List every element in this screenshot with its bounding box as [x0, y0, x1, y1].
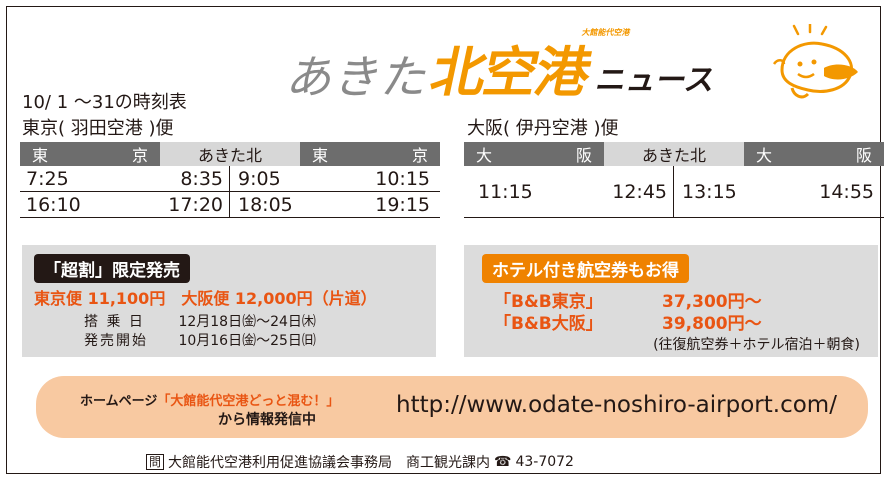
footer-org: 大館能代空港利用促進協議会事務局 商工観光課内: [168, 455, 491, 471]
boarding-value: 12月18日㈮〜24日㈭: [178, 314, 316, 330]
hotel-tag: ホテル付き航空券もお得: [482, 254, 689, 283]
plan-name: 「B&B大阪」: [494, 314, 603, 334]
arrival-time: 19:15: [375, 193, 430, 216]
logo-news-text: ニュース: [592, 63, 719, 98]
plan-price: 39,800円〜: [662, 314, 762, 334]
plan-name: 「B&B東京」: [494, 292, 603, 312]
tokyo-section-title: 東京( 羽田空港 )便: [22, 118, 174, 139]
header-akita-kita: あきた北: [160, 142, 300, 166]
plan-note: (往復航空券＋ホテル宿泊＋朝食): [653, 337, 860, 353]
departure-time: 16:10: [26, 193, 81, 216]
arrival-time: 8:35: [125, 166, 230, 191]
arrival-time: 17:20: [125, 192, 230, 217]
arrival-time: 14:55: [819, 180, 874, 203]
boarding-dates: 搭 乗 日 12月18日㈮〜24日㈭: [84, 311, 316, 331]
plan-item: 「B&B東京」 37,300円〜: [494, 287, 762, 312]
sale-start-value: 10月16日㈮〜25日㈰: [178, 333, 316, 349]
sale-dates: 発売開始 10月16日㈮〜25日㈰: [84, 330, 316, 350]
plan-price: 37,300円〜: [662, 292, 762, 312]
sale-start-label: 発売開始: [84, 333, 148, 349]
osaka-timetable-header: 大 阪 あきた北 大 阪: [464, 142, 884, 166]
header-char: 阪: [575, 146, 592, 165]
table-row: 11:15 12:45 13:15 14:55: [464, 166, 884, 218]
sale-box: 「超割」限定発売 東京便 11,100円 大阪便 12,000円（片道） 搭 乗…: [22, 245, 436, 357]
header-char: 京: [411, 146, 428, 165]
logo-kita-text: 北空港: [425, 41, 595, 104]
departure-time: 7:25: [26, 167, 69, 190]
table-row: 16:10 17:20 18:05 19:15: [20, 192, 440, 218]
logo-sub-text: 大館能代空港: [581, 28, 631, 37]
fare-line: 東京便 11,100円 大阪便 12,000円（片道）: [34, 289, 377, 308]
mascot-icon: [772, 24, 858, 99]
footer-contact: 問 大館能代空港利用促進協議会事務局 商工観光課内 ☎43-7072: [146, 452, 574, 472]
tokyo-timetable-header: 東 京 あきた北 東 京: [20, 142, 440, 166]
inquiry-icon: 問: [146, 454, 165, 470]
departure-time: 18:05: [238, 193, 293, 216]
arrival-time: 10:15: [375, 167, 430, 190]
header-tokyo-origin: 東 京: [20, 142, 160, 166]
departure-time: 11:15: [478, 180, 533, 203]
logo-akita-text: あきた: [285, 50, 426, 104]
header-osaka-origin: 大 阪: [464, 142, 604, 166]
header-akita-kita: あきた北: [604, 142, 744, 166]
header-char: 東: [32, 146, 49, 165]
plan-item: 「B&B大阪」 39,800円〜: [494, 309, 762, 334]
header-char: 大: [756, 146, 773, 165]
homepage-url-link[interactable]: http://www.odate-noshiro-airport.com/: [396, 392, 837, 418]
homepage-line2: から情報発信中: [218, 412, 316, 428]
phone-icon: ☎: [494, 454, 512, 470]
logo: あきた 北空港 ニュース: [285, 30, 719, 104]
schedule-title: 10/ 1 〜31の時刻表: [22, 92, 187, 113]
departure-time: 13:15: [682, 180, 737, 203]
header-osaka-dest: 大 阪: [744, 142, 884, 166]
hotel-box: ホテル付き航空券もお得 「B&B東京」 37,300円〜 「B&B大阪」 39,…: [464, 245, 878, 357]
homepage-prefix: ホームページ: [80, 394, 158, 409]
osaka-timetable: 大 阪 あきた北 大 阪 11:15 12:45 13:15 14:55: [464, 142, 884, 218]
departure-time: 9:05: [238, 167, 281, 190]
boarding-label: 搭 乗 日: [84, 314, 145, 330]
table-row: 7:25 8:35 9:05 10:15: [20, 166, 440, 192]
header-char: 京: [131, 146, 148, 165]
osaka-section-title: 大阪( 伊丹空港 )便: [467, 118, 619, 139]
header-char: 阪: [855, 146, 872, 165]
footer-phone: 43-7072: [515, 454, 574, 470]
tokyo-timetable: 東 京 あきた北 東 京 7:25 8:35 9:05 10:15 16:10 …: [20, 142, 440, 218]
header-char: 大: [476, 146, 493, 165]
arrival-time: 12:45: [569, 166, 674, 217]
site-name: 「大館能代空港どっと混む！」: [157, 394, 340, 409]
header-char: 東: [312, 146, 329, 165]
homepage-label: ホームページ「大館能代空港どっと混む！」: [80, 390, 339, 409]
sale-tag: 「超割」限定発売: [34, 254, 190, 283]
homepage-banner: ホームページ「大館能代空港どっと混む！」 から情報発信中 http://www.…: [36, 376, 868, 438]
header-tokyo-dest: 東 京: [300, 142, 440, 166]
